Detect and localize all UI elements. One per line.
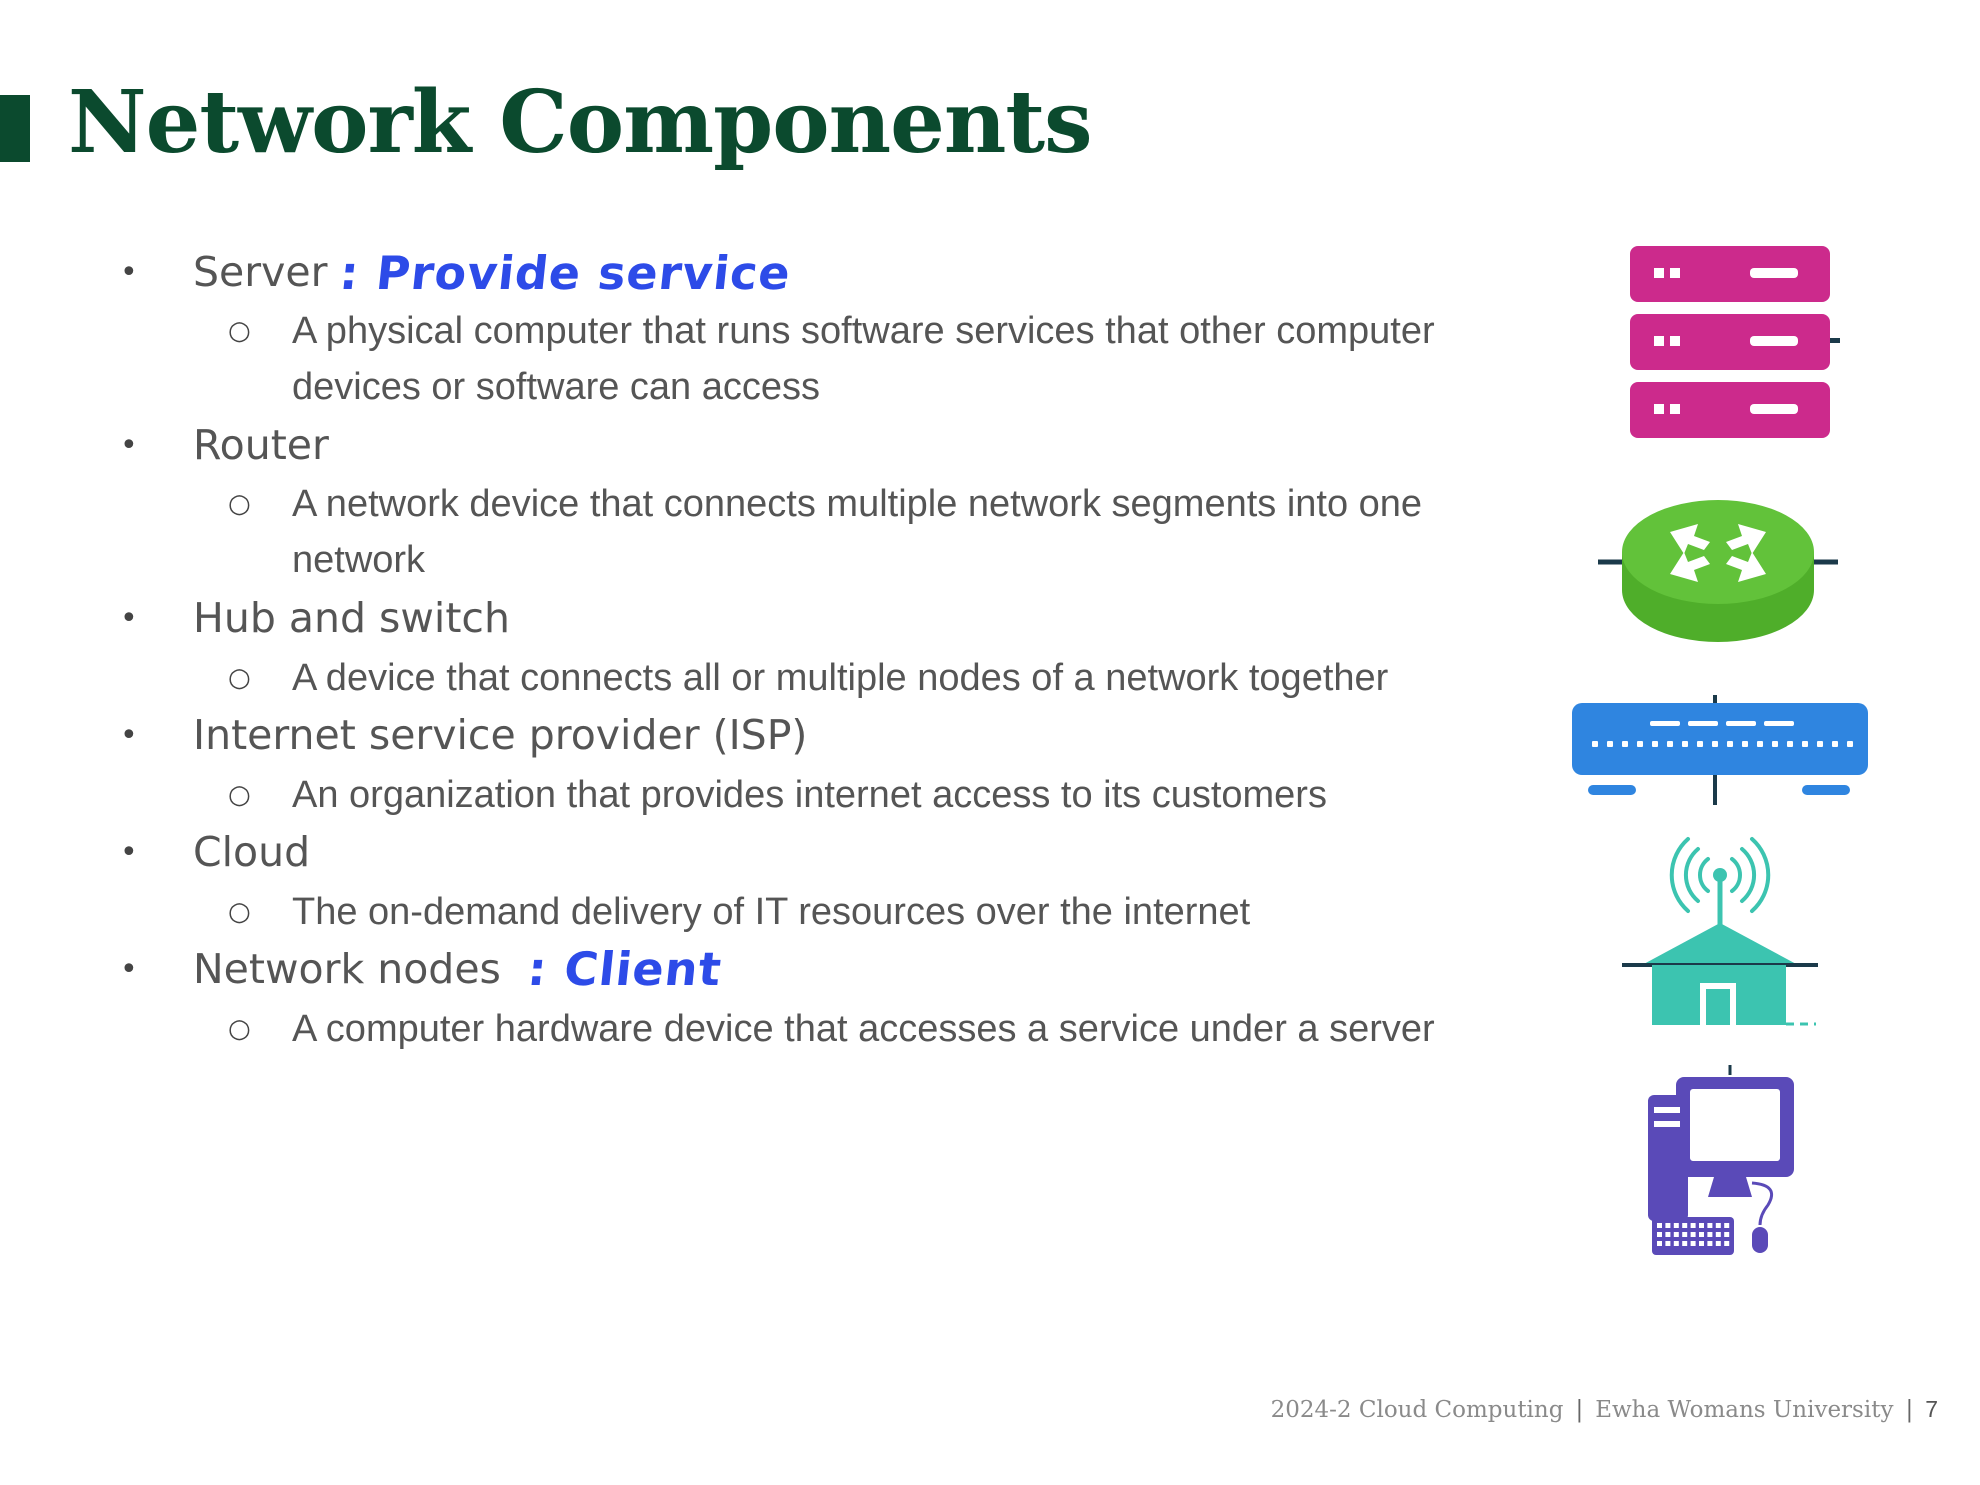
keyboard-key <box>1665 1241 1671 1246</box>
keyboard-key <box>1690 1232 1696 1237</box>
hub-switch-description: A device that connects all or multiple n… <box>292 657 1389 699</box>
bullet-marker: • <box>120 952 138 987</box>
switch-port-light <box>1832 741 1838 747</box>
cloud-description: The on-demand delivery of IT resources o… <box>292 891 1251 933</box>
switch-port-light <box>1802 741 1808 747</box>
bullet-marker: • <box>120 428 138 463</box>
bullet-isp-label: Internet service provider (ISP) <box>193 711 808 759</box>
bullet-network-nodes-label: Network nodes <box>193 945 501 993</box>
bullet-server-label: Server <box>193 248 328 296</box>
switch-port-light <box>1607 741 1613 747</box>
keyboard-key <box>1673 1223 1679 1228</box>
title-accent-bar <box>0 95 30 162</box>
switch-port-light <box>1682 741 1688 747</box>
slide-footer: 2024-2 Cloud Computing | Ewha Womans Unive… <box>1271 1396 1938 1423</box>
handwritten-note-server: : Provide service <box>337 246 794 300</box>
bullet-marker: • <box>120 718 138 753</box>
keyboard-key <box>1724 1232 1730 1237</box>
keyboard-key <box>1657 1223 1662 1228</box>
bullet-router-label: Router <box>193 421 329 469</box>
footer-separator: | <box>1905 1397 1914 1423</box>
switch-port-light <box>1697 741 1703 747</box>
switch-port-light <box>1847 741 1853 747</box>
keyboard-key <box>1657 1241 1662 1246</box>
keyboard-key <box>1724 1223 1730 1228</box>
switch-port-light <box>1712 741 1718 747</box>
bullet-hub-switch-label: Hub and switch <box>193 594 510 642</box>
keyboard-key <box>1707 1232 1713 1237</box>
keyboard-key <box>1699 1232 1704 1237</box>
sub-bullet-marker: ○ <box>228 897 251 927</box>
switch-port-light <box>1592 741 1598 747</box>
sub-bullet-marker: ○ <box>228 316 251 346</box>
footer-separator: | <box>1575 1397 1584 1423</box>
switch-port-light <box>1787 741 1793 747</box>
bullet-marker: • <box>120 601 138 636</box>
server-rack-icon <box>1630 246 1840 438</box>
network-switch-icon <box>1572 695 1868 805</box>
bullet-cloud-label: Cloud <box>193 828 311 876</box>
keyboard-key <box>1682 1223 1688 1228</box>
keyboard-key <box>1699 1241 1704 1246</box>
keyboard-key <box>1707 1223 1713 1228</box>
keyboard-key <box>1682 1232 1688 1237</box>
keyboard-key <box>1707 1241 1713 1246</box>
sub-bullet-marker: ○ <box>228 489 251 519</box>
switch-port-light <box>1667 741 1673 747</box>
handwritten-note-client: : Client <box>525 942 725 996</box>
sub-bullet-marker: ○ <box>228 780 251 810</box>
bullet-list: • Server : Provide service ○ A physical … <box>120 246 1435 1050</box>
server-description: A physical computer that runs software s… <box>292 310 1435 408</box>
keyboard-key <box>1690 1241 1696 1246</box>
bullet-marker: • <box>120 835 138 870</box>
keyboard-key <box>1673 1241 1679 1246</box>
switch-port-light <box>1652 741 1658 747</box>
isp-description: An organization that provides internet a… <box>292 774 1327 816</box>
router-icon <box>1598 500 1838 642</box>
desktop-computer-icon <box>1648 1065 1794 1255</box>
keyboard-key <box>1673 1232 1679 1237</box>
footer-university: Ewha Womans University <box>1595 1397 1894 1423</box>
keyboard-key <box>1724 1241 1730 1246</box>
keyboard-key <box>1690 1223 1696 1228</box>
keyboard-key <box>1682 1241 1688 1246</box>
keyboard-key <box>1715 1241 1721 1246</box>
network-nodes-description: A computer hardware device that accesses… <box>292 1008 1435 1050</box>
slide-title: Network Components <box>68 72 1092 173</box>
sub-bullet-marker: ○ <box>228 663 251 693</box>
page-number: 7 <box>1925 1396 1938 1422</box>
switch-port-light <box>1772 741 1778 747</box>
switch-port-light <box>1757 741 1763 747</box>
keyboard-key <box>1715 1232 1721 1237</box>
switch-port-light <box>1622 741 1628 747</box>
router-description: A network device that connects multiple … <box>292 483 1423 581</box>
sub-bullet-marker: ○ <box>228 1014 251 1044</box>
keyboard-key <box>1665 1232 1671 1237</box>
footer-course: 2024-2 Cloud Computing <box>1270 1397 1564 1423</box>
bullet-marker: • <box>120 255 138 290</box>
keyboard-key <box>1657 1232 1662 1237</box>
keyboard-key <box>1665 1223 1671 1228</box>
switch-port-light <box>1742 741 1748 747</box>
switch-port-light <box>1727 741 1733 747</box>
keyboard-key <box>1715 1223 1721 1228</box>
switch-port-light <box>1817 741 1823 747</box>
keyboard-key <box>1699 1223 1704 1228</box>
isp-antenna-house-icon <box>1622 837 1818 1026</box>
switch-port-light <box>1637 741 1643 747</box>
